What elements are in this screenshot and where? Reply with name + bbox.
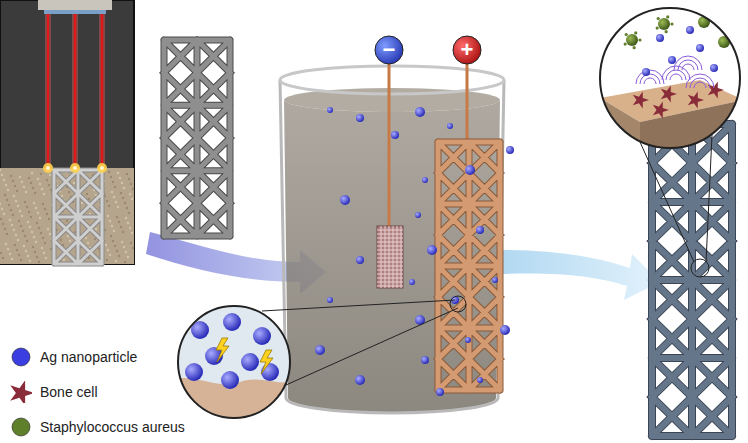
lattice-outline — [438, 142, 500, 390]
silver-particle — [327, 107, 333, 113]
legend-entry: Staphylococcus aureus — [10, 416, 185, 438]
silver-particle — [356, 256, 364, 264]
legend-label: Ag nanoparticle — [40, 349, 137, 365]
silver-particle — [391, 131, 399, 139]
silver-particle — [477, 377, 483, 383]
lattice-strut — [54, 170, 102, 264]
silver-particle — [500, 325, 510, 335]
legend-label: Staphylococcus aureus — [40, 419, 185, 435]
laser-printing-panel — [0, 0, 134, 264]
silver-particle — [506, 146, 514, 154]
legend-symbol — [10, 381, 32, 403]
lattice-strut — [164, 40, 230, 236]
antibacterial-zoom — [598, 6, 744, 277]
legend-entry: Ag nanoparticle — [10, 346, 137, 368]
positive-terminal: + — [452, 35, 482, 65]
electrolysis-beaker — [280, 64, 514, 413]
printed-scaffold — [164, 40, 230, 236]
silver-particle — [355, 375, 365, 385]
lattice-outline — [54, 170, 102, 264]
legend-label: Bone cell — [40, 384, 98, 400]
silver-particle — [476, 226, 484, 234]
silver-particle — [327, 297, 333, 303]
silver-particle — [447, 123, 453, 129]
negative-terminal: − — [374, 35, 404, 65]
process-arrow — [500, 250, 660, 300]
terminal-sign: + — [452, 35, 482, 65]
lattice-strut — [652, 124, 732, 436]
coated-scaffold — [652, 124, 732, 436]
silver-particle — [315, 345, 325, 355]
silver-particle — [409, 279, 415, 285]
silver-particle — [492, 277, 498, 283]
lattice-strut — [438, 142, 500, 390]
deposition-zoom — [170, 296, 466, 430]
silver-particle — [465, 165, 475, 175]
silver-particle — [421, 356, 429, 364]
terminal-sign: − — [374, 35, 404, 65]
silver-particle — [356, 114, 364, 122]
legend-entry: Bone cell — [10, 381, 98, 403]
silver-particle — [415, 107, 425, 117]
silver-particle — [340, 195, 350, 205]
silver-particle — [465, 337, 471, 343]
legend-swatch — [10, 346, 32, 368]
legend-swatch — [10, 416, 32, 438]
silver-particle — [415, 212, 421, 218]
lattice-outline — [652, 124, 732, 436]
silver-particle — [422, 177, 428, 183]
silver-particle — [436, 388, 444, 396]
silver-particle — [427, 245, 437, 255]
lattice-outline — [164, 40, 230, 236]
